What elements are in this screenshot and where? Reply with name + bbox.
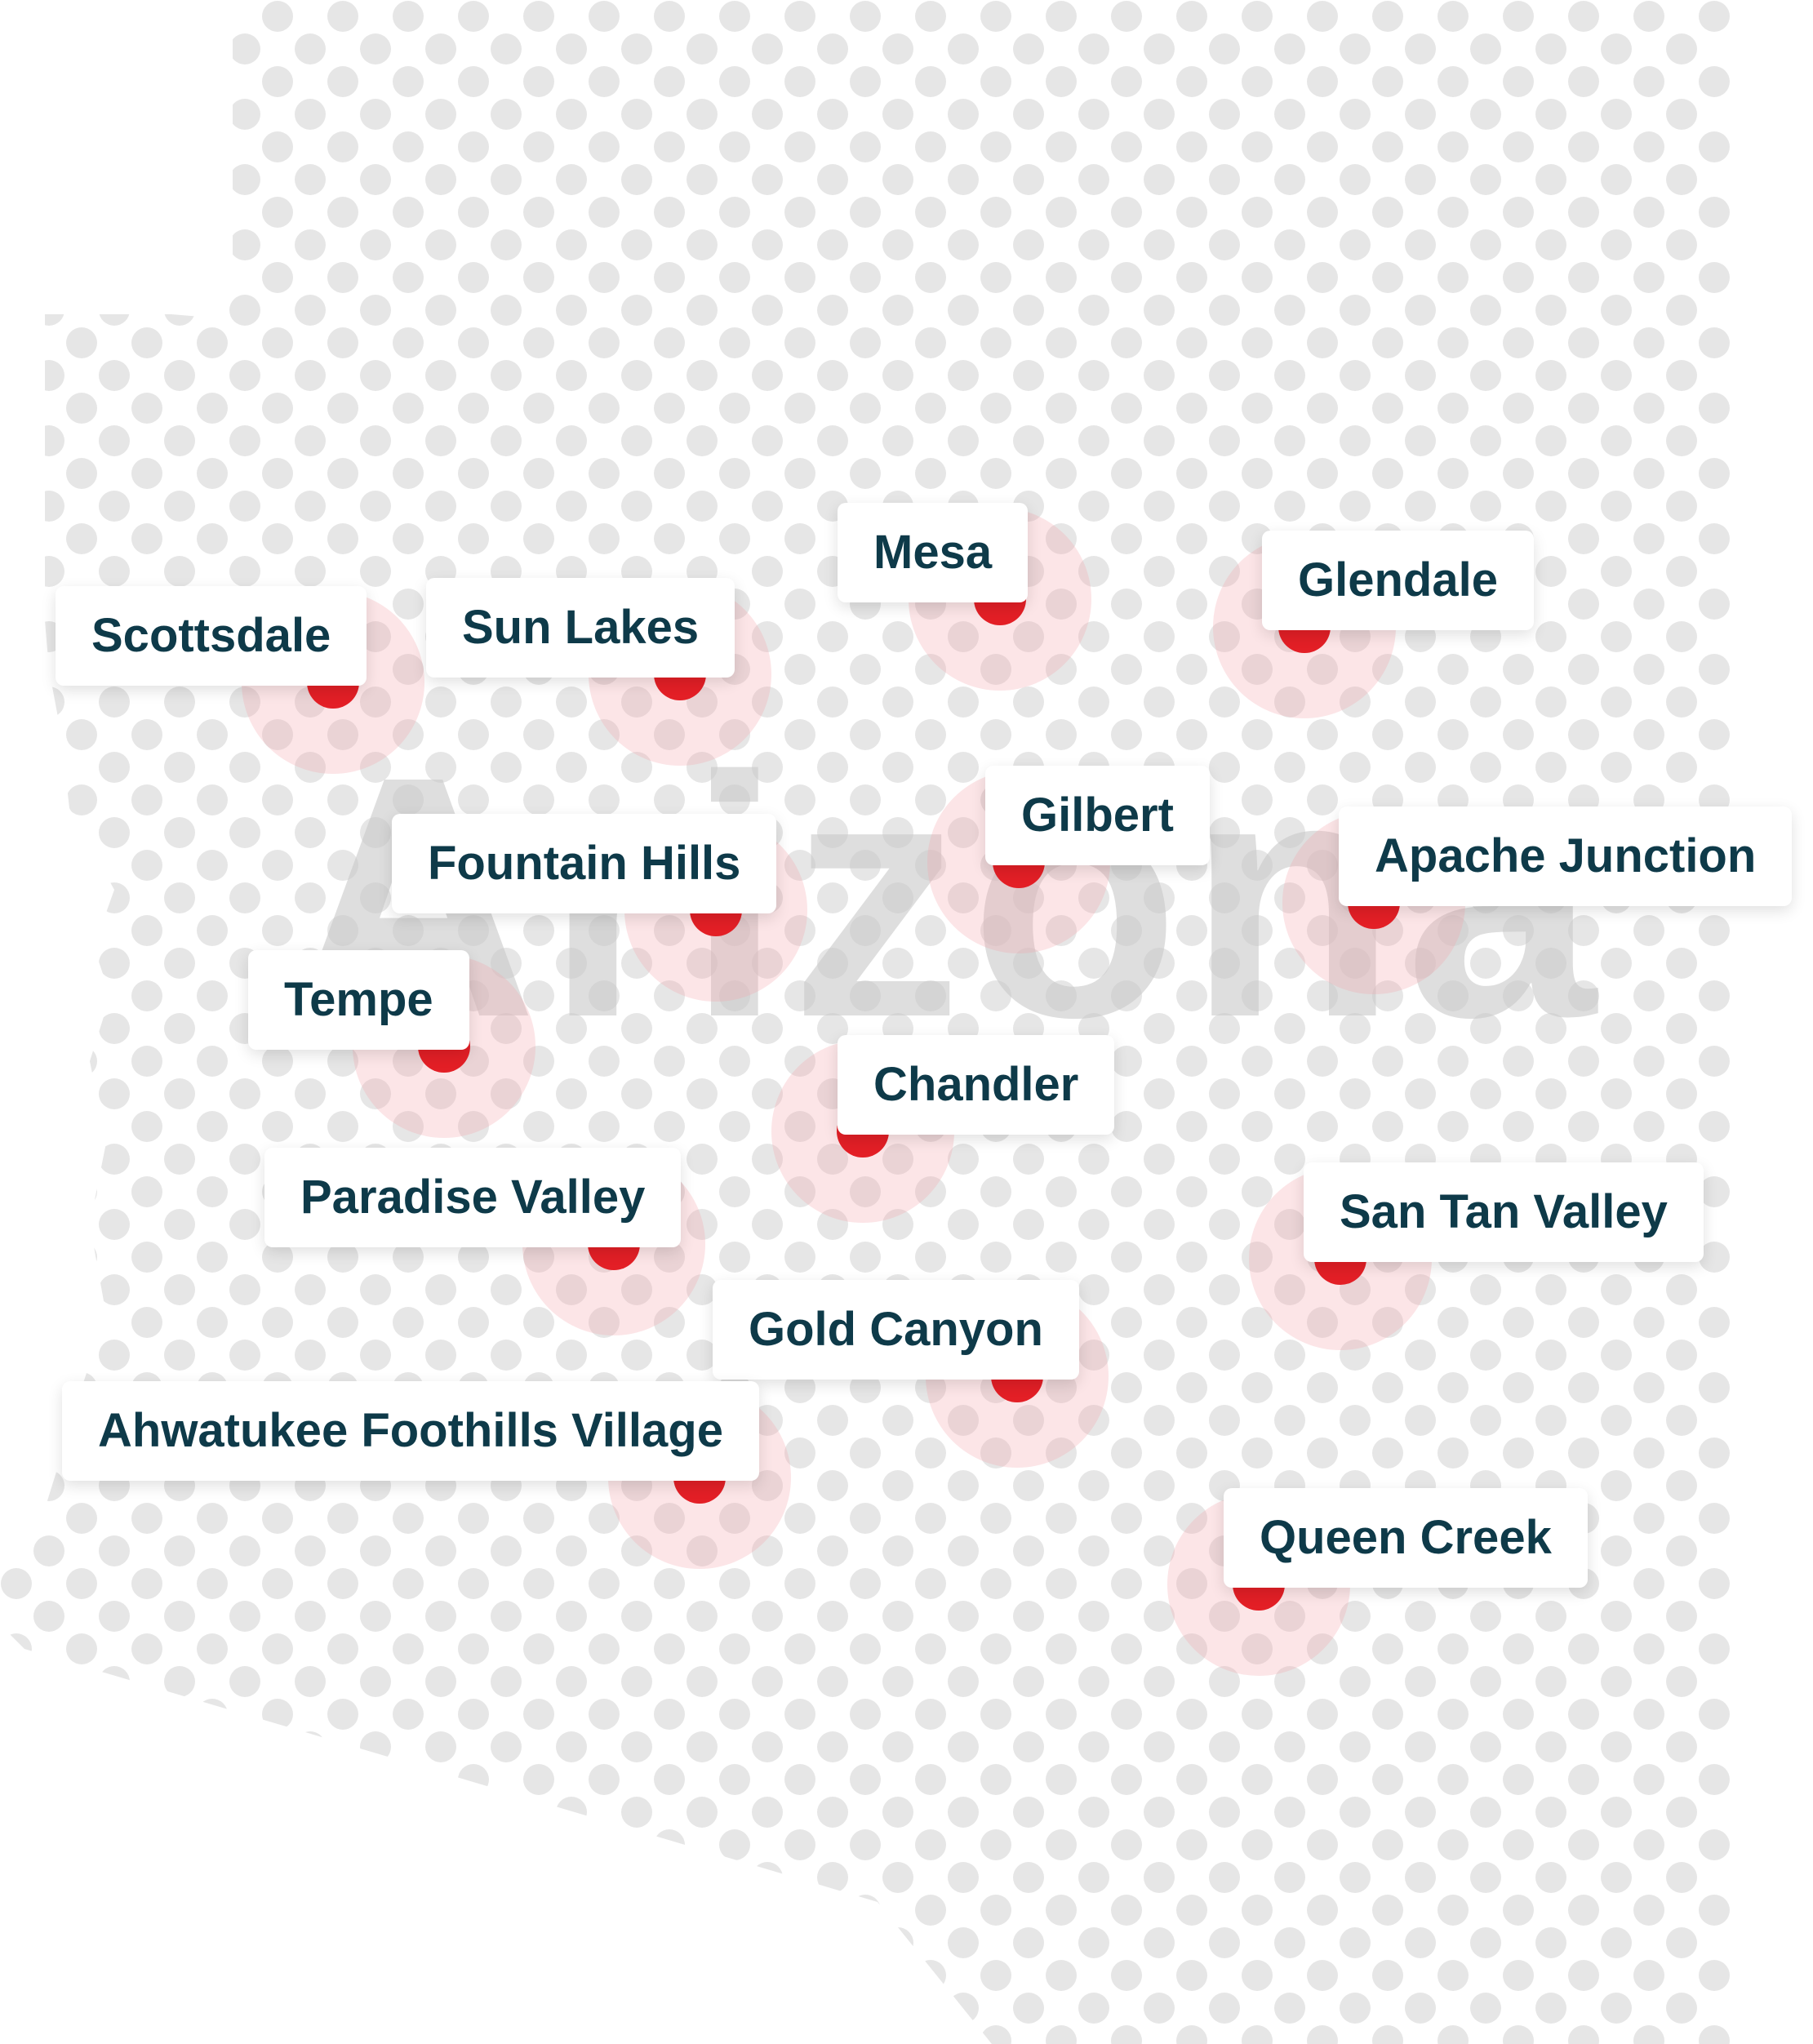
city-label[interactable]: Apache Junction: [1339, 806, 1793, 906]
city-label[interactable]: Gilbert: [985, 766, 1210, 865]
city-label[interactable]: Mesa: [838, 503, 1029, 602]
city-label[interactable]: Queen Creek: [1224, 1488, 1588, 1588]
city-label[interactable]: Tempe: [248, 950, 469, 1050]
city-label[interactable]: Ahwatukee Foothills Village: [62, 1381, 759, 1481]
city-label[interactable]: Paradise Valley: [264, 1148, 682, 1247]
city-label[interactable]: Glendale: [1262, 531, 1534, 630]
city-label[interactable]: Gold Canyon: [713, 1280, 1079, 1380]
city-label[interactable]: Sun Lakes: [426, 578, 735, 678]
city-label[interactable]: Fountain Hills: [392, 814, 777, 913]
city-label[interactable]: Chandler: [838, 1035, 1115, 1135]
city-label[interactable]: Scottsdale: [56, 586, 367, 686]
city-label[interactable]: San Tan Valley: [1304, 1162, 1704, 1262]
